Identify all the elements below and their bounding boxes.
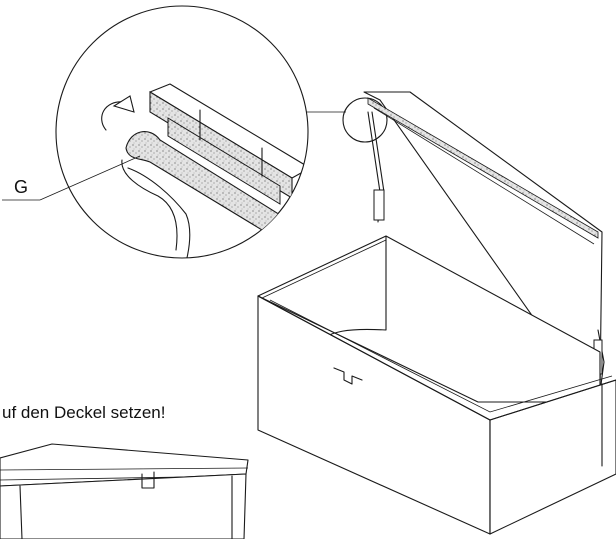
box-back-wall: [257, 235, 601, 403]
detail-ring: [342, 97, 388, 143]
lid-gasket: [367, 97, 599, 239]
inner-panel-grain: [167, 117, 281, 205]
g-leader-diagonal: [39, 155, 141, 201]
closed-box: [0, 443, 249, 539]
closed-box-body: [0, 473, 247, 539]
finger-contour: [121, 159, 191, 258]
callout-label-g: G: [14, 177, 28, 197]
rotate-arrowhead: [112, 95, 135, 113]
closed-box-notch: [141, 471, 155, 489]
closed-box-lid: [0, 443, 249, 487]
storage-box: [257, 91, 616, 535]
instruction-text: uf den Deckel setzen!: [2, 403, 165, 422]
box-front-wall: [489, 379, 616, 535]
magnified-detail: [55, 5, 309, 259]
handle-notch: [333, 367, 363, 385]
